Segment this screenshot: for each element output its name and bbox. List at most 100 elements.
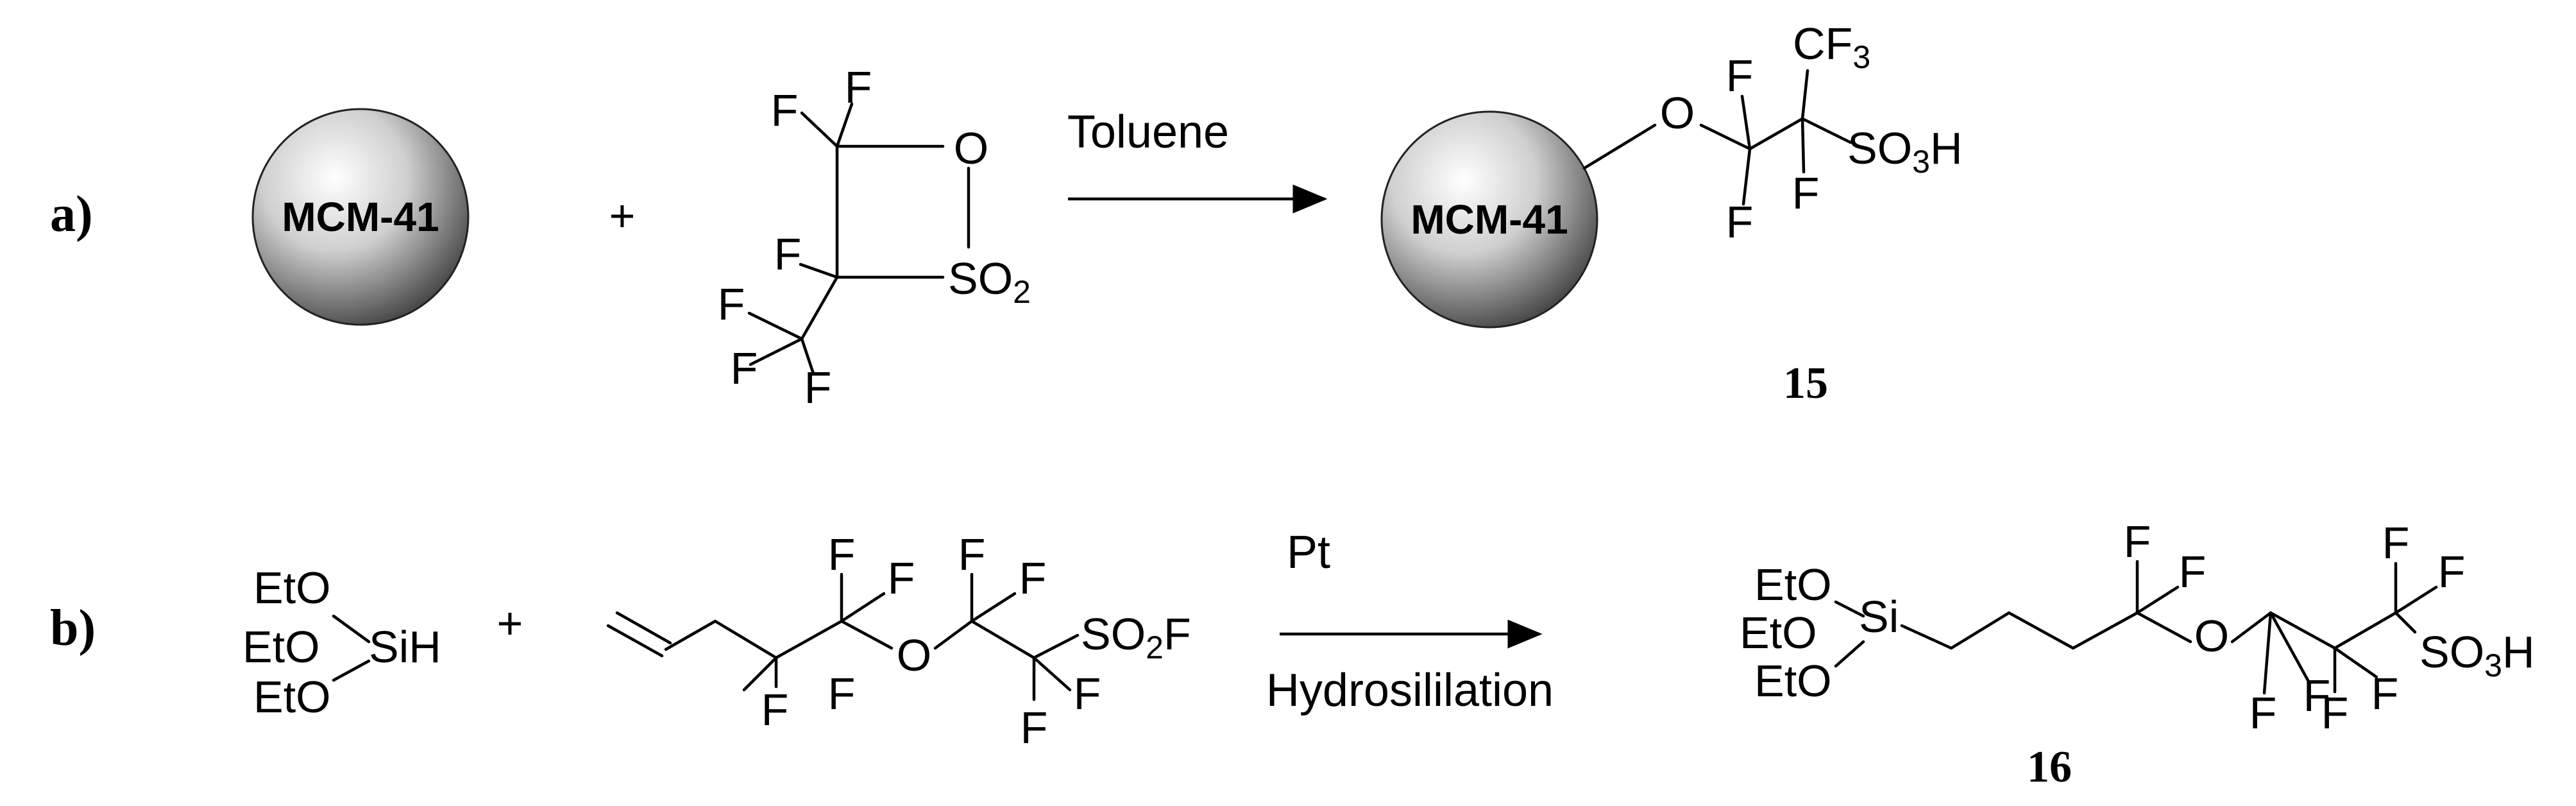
bond [1801,117,1852,144]
atom-f: F [771,85,799,135]
group-so2f: SO2F [1081,609,1191,665]
atom-f: F [828,529,856,579]
atom-so2: SO2 [948,253,1031,310]
atom-f: F [804,363,832,413]
atom-f: F [761,685,789,735]
bond [1834,640,1865,668]
bond [2262,611,2273,695]
mcm41-sphere [251,108,470,326]
atom-f: F [1074,669,1101,719]
bond [1032,633,1080,660]
bond [1834,600,1865,618]
group-eto: EtO [242,622,320,672]
bond [742,656,778,692]
mcm41-sphere [1380,110,1598,329]
atom-o: O [2194,611,2229,661]
bond [1741,147,1752,206]
atom-f: F [1792,168,1820,218]
sultone-reagent [747,102,970,375]
scheme-a: a) MCM-41 + F F O F SO2 F F F T [50,19,1963,413]
bond [332,659,371,682]
plus-sign-a: + [609,191,636,241]
atom-f: F [774,229,802,279]
condition-pt: Pt [1287,527,1330,578]
bond [664,619,717,651]
bond [2135,585,2180,615]
atom-o: O [954,123,988,173]
group-eto: EtO [1754,656,1832,706]
atom-f: F [2382,518,2410,568]
atom-f: F [2250,688,2277,738]
atom-f: F [1019,553,1047,603]
bond [970,619,1036,660]
atom-f: F [1021,703,1048,753]
bond [800,275,839,341]
group-sih: SiH [369,622,441,672]
scheme-b: b) EtO EtO EtO SiH + [50,517,2535,792]
atom-o: O [897,630,931,680]
condition-toluene: Toluene [1067,107,1229,158]
bond [2333,611,2398,650]
bond [2269,611,2337,650]
mcm41-bead-reactant: MCM-41 [251,108,470,326]
bond [774,619,843,660]
product-15-bonds [1582,69,1852,206]
olefin-bonds [606,572,1080,701]
bond [2269,611,2310,682]
bond [799,262,839,279]
atom-f: F [1726,51,1754,101]
bond [747,311,804,341]
group-so3h: SO3H [2419,627,2535,683]
silane-bonds [332,614,371,682]
bond [2230,611,2273,644]
bond [1699,123,1752,151]
condition-hydrosililation: Hydrosililation [1266,665,1554,716]
compound-number-15: 15 [1783,359,1828,408]
bond [840,619,894,650]
bond [1801,117,1806,174]
bond [2394,611,2417,634]
atom-f: F [828,669,856,719]
group-eto: EtO [1754,560,1832,610]
bond [606,624,664,658]
atom-f: F [845,62,872,112]
bond [2007,611,2075,650]
bond [2394,585,2438,615]
atom-f: F [2303,671,2331,721]
bond [800,337,815,375]
bond [749,337,804,366]
atom-f: F [958,529,986,579]
bond [840,592,886,623]
group-eto: EtO [253,563,331,613]
bond [1740,94,1752,151]
mcm41-label: MCM-41 [282,194,439,240]
group-eto: EtO [1740,608,1817,658]
group-cf3: CF3 [1793,19,1870,75]
bond [1032,656,1072,692]
bond [800,111,839,148]
atom-f: F [731,343,758,393]
bond [332,614,371,644]
compound-number-16: 16 [2027,742,2072,792]
bond [2071,611,2139,650]
atom-f: F [2371,669,2399,719]
mcm41-bead-product: MCM-41 [1380,110,1598,329]
group-eto: EtO [253,672,331,722]
panel-label-b: b) [50,600,96,656]
atom-f: F [2124,517,2151,567]
bond [1900,624,1953,650]
atom-si: Si [1859,592,1899,642]
bond [2135,611,2192,644]
panel-label-a: a) [50,186,93,243]
product-16-bonds [1834,560,2438,695]
atom-o: O [1660,88,1695,138]
bond [1949,611,2011,650]
atom-f: F [2321,688,2349,738]
mcm41-label: MCM-41 [1411,196,1568,243]
atom-f: F [718,279,745,329]
group-so3h: SO3H [1847,123,1963,180]
bond [713,619,778,660]
bond [835,102,854,148]
plus-sign-b: + [497,598,523,648]
